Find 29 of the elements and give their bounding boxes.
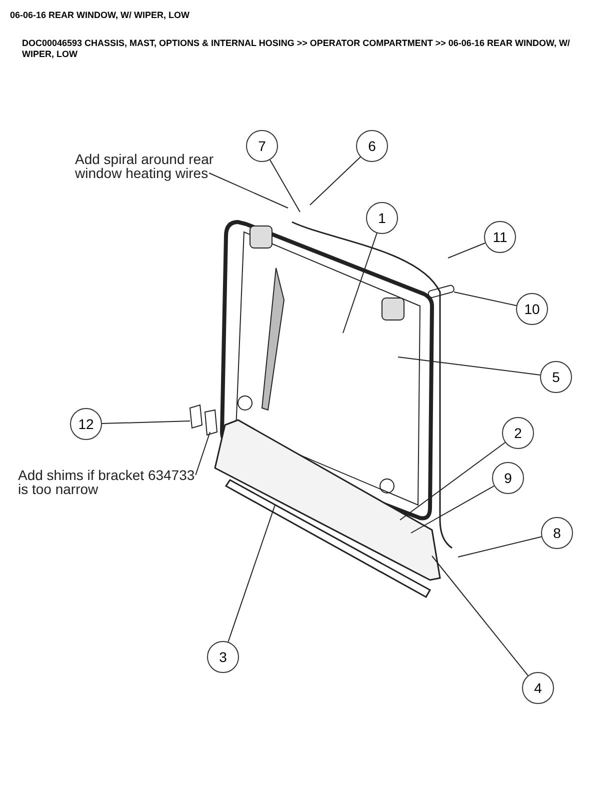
- leader-line: [448, 242, 486, 258]
- callout-number: 6: [356, 130, 388, 162]
- leader-line: [102, 420, 190, 424]
- callout-number: 11: [484, 221, 516, 253]
- assembly-note: Add shims if bracket 634733 is too narrow: [18, 468, 204, 496]
- callout-number: 5: [540, 361, 572, 393]
- leader-line: [410, 485, 495, 534]
- leader-line: [454, 292, 517, 306]
- breadcrumb-heading: DOC00046593 CHASSIS, MAST, OPTIONS & INTERNAL HOSING >> OPERATOR COMPARTMENT >> 06-06-16 REAR WINDOW, W/ WIPER, LOW: [22, 38, 571, 60]
- leader-line: [398, 356, 541, 376]
- leader-line: [195, 432, 210, 476]
- leader-line: [269, 159, 300, 212]
- callout-number: 7: [246, 130, 278, 162]
- callout-number: 2: [502, 417, 534, 449]
- callout-number: 1: [366, 202, 398, 234]
- leader-line: [228, 504, 276, 642]
- leader-line: [310, 156, 361, 206]
- callout-number: 10: [516, 293, 548, 325]
- callout-number: 3: [207, 641, 239, 673]
- leader-line: [458, 536, 542, 558]
- leader-line: [432, 556, 528, 676]
- callout-number: 12: [70, 408, 102, 440]
- leader-line: [208, 172, 288, 208]
- leader-line: [342, 232, 378, 334]
- callout-number: 9: [492, 462, 524, 494]
- callout-number: 4: [522, 672, 554, 704]
- leader-line: [400, 442, 506, 520]
- page-title: 06-06-16 REAR WINDOW, W/ WIPER, LOW: [10, 10, 190, 20]
- callout-number: 8: [541, 517, 573, 549]
